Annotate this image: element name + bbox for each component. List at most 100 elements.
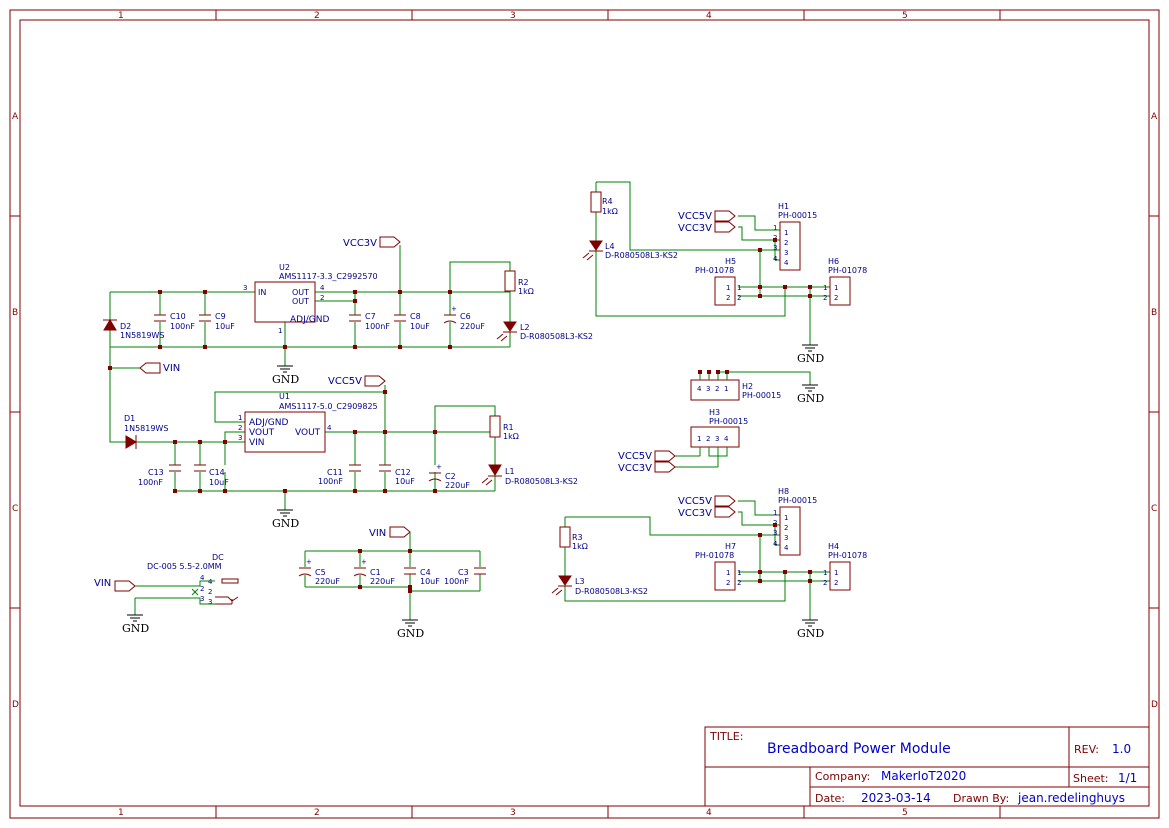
zone-row-c-right: C bbox=[1151, 504, 1157, 514]
c8-ref: C8 bbox=[410, 312, 421, 321]
l2-led: L2 D-R080508L3-KS2 bbox=[496, 321, 593, 342]
zone-row-c: C bbox=[12, 504, 18, 514]
svg-text:2: 2 bbox=[715, 385, 719, 393]
zone-col-4-bottom: 4 bbox=[706, 808, 712, 818]
vcc5v-label: VCC5V bbox=[328, 376, 362, 387]
r4-value: 1kΩ bbox=[602, 207, 618, 216]
vcc5v-flag-4 bbox=[714, 495, 736, 507]
regulator-5v-section: U1 AMS1117-5.0_C2909825 ADJ/GND VOUT VIN… bbox=[124, 375, 578, 530]
u2-part: AMS1117-3.3_C2992570 bbox=[279, 272, 378, 281]
c2-ref: C2 bbox=[445, 472, 456, 481]
vcc5v-label-4: VCC5V bbox=[678, 496, 712, 507]
gnd-label-4: GND bbox=[397, 627, 424, 640]
sheet-value: 1/1 bbox=[1118, 771, 1137, 785]
svg-text:4: 4 bbox=[773, 255, 778, 263]
zone-row-d: D bbox=[12, 700, 19, 710]
c3-ref: C3 bbox=[458, 568, 469, 577]
vcc5v-flag-3 bbox=[654, 450, 676, 462]
rev-label: REV: bbox=[1074, 743, 1099, 756]
h3-part: PH-00015 bbox=[709, 417, 748, 426]
h2-part: PH-00015 bbox=[742, 391, 781, 400]
svg-text:4: 4 bbox=[784, 544, 789, 552]
l4-part: D-R080508L3-KS2 bbox=[605, 251, 678, 260]
svg-text:1: 1 bbox=[773, 509, 777, 517]
c4-value: 10uF bbox=[420, 577, 440, 586]
c14-ref: C14 bbox=[209, 468, 225, 477]
vcc5v-label-3: VCC5V bbox=[618, 451, 652, 462]
svg-text:3: 3 bbox=[706, 385, 710, 393]
h4-part: PH-01078 bbox=[828, 551, 867, 560]
h5-ref: H5 bbox=[725, 257, 736, 266]
h3-ref: H3 bbox=[709, 408, 720, 417]
d1-diode: D1 1N5819WS bbox=[124, 414, 168, 449]
svg-text:+: + bbox=[361, 558, 367, 566]
vcc5v-flag-2 bbox=[714, 210, 736, 222]
svg-text:2: 2 bbox=[834, 579, 838, 587]
u1-pin4: 4 bbox=[327, 424, 332, 432]
junctions-3v3 bbox=[108, 290, 452, 370]
dc-jack-section: VIN GND DC DC-005 5.5-2.0MM 4 2 3 4 2 3 bbox=[94, 553, 239, 635]
company-value: MakerIoT2020 bbox=[881, 769, 966, 783]
svg-text:2: 2 bbox=[784, 239, 788, 247]
gnd-label: GND bbox=[272, 373, 299, 386]
dc-part: DC-005 5.5-2.0MM bbox=[147, 562, 222, 571]
gnd-label-5: GND bbox=[797, 352, 824, 365]
h8-header: H8 PH-00015 12 34 12 34 bbox=[773, 487, 817, 556]
zone-row-a-right: A bbox=[1151, 112, 1158, 122]
u2-pin-in-label: IN bbox=[258, 288, 266, 297]
company-label: Company: bbox=[815, 770, 870, 783]
c12-capacitor: C12 10uF bbox=[379, 464, 415, 486]
u1-vout-label: VOUT bbox=[249, 428, 275, 438]
svg-text:3: 3 bbox=[784, 534, 788, 542]
h6-ref: H6 bbox=[828, 257, 839, 266]
dc-pin4: 4 bbox=[200, 574, 205, 582]
l1-led: L1 D-R080508L3-KS2 bbox=[481, 464, 578, 486]
h7-ref: H7 bbox=[725, 542, 736, 551]
svg-text:2: 2 bbox=[823, 579, 827, 587]
r1-ref: R1 bbox=[503, 423, 514, 432]
junctions-5v bbox=[173, 390, 437, 493]
c13-capacitor: C13 100nF bbox=[138, 464, 181, 487]
u2-pin1: 1 bbox=[278, 327, 282, 335]
svg-text:4: 4 bbox=[724, 435, 729, 443]
svg-text:2: 2 bbox=[706, 435, 710, 443]
zone-col-2: 2 bbox=[314, 11, 320, 21]
gnd-label-2: GND bbox=[272, 517, 299, 530]
c9-ref: C9 bbox=[215, 312, 226, 321]
c1-ref: C1 bbox=[370, 568, 381, 577]
h1-ref: H1 bbox=[778, 202, 789, 211]
r3-resistor: R3 1kΩ bbox=[559, 526, 588, 551]
u1-pin3: 3 bbox=[238, 434, 242, 442]
svg-text:+: + bbox=[306, 558, 312, 566]
vcc3v-flag-3 bbox=[654, 461, 676, 473]
svg-text:2: 2 bbox=[834, 294, 838, 302]
svg-text:1: 1 bbox=[784, 514, 788, 522]
h2-ref: H2 bbox=[742, 382, 753, 391]
dc-ref: DC bbox=[212, 553, 224, 562]
h8-part: PH-00015 bbox=[778, 496, 817, 505]
d2-part: 1N5819WS bbox=[120, 331, 164, 340]
l4-ref: L4 bbox=[605, 242, 615, 251]
c13-value: 100nF bbox=[138, 478, 163, 487]
h6-header: H6 PH-01078 12 12 bbox=[823, 257, 867, 306]
l3-ref: L3 bbox=[575, 577, 585, 586]
svg-text:+: + bbox=[451, 305, 457, 313]
l1-part: D-R080508L3-KS2 bbox=[505, 477, 578, 486]
svg-text:1: 1 bbox=[724, 385, 728, 393]
drawn-by-value: jean.redelinghuys bbox=[1017, 791, 1125, 805]
c10-ref: C10 bbox=[170, 312, 186, 321]
h7-part: PH-01078 bbox=[695, 551, 734, 560]
u2-ref: U2 bbox=[279, 263, 290, 272]
svg-text:1: 1 bbox=[823, 569, 827, 577]
svg-text:2: 2 bbox=[737, 579, 741, 587]
r2-resistor: R2 1kΩ bbox=[504, 270, 534, 296]
vcc3v-flag-4 bbox=[714, 506, 736, 518]
c5-capacitor: + C5 220uF bbox=[298, 558, 340, 586]
r1-value: 1kΩ bbox=[503, 432, 519, 441]
svg-text:2: 2 bbox=[726, 294, 730, 302]
vcc3v-flag-2 bbox=[714, 221, 736, 233]
svg-text:1: 1 bbox=[773, 224, 777, 232]
c11-capacitor: C11 100nF bbox=[318, 464, 361, 486]
